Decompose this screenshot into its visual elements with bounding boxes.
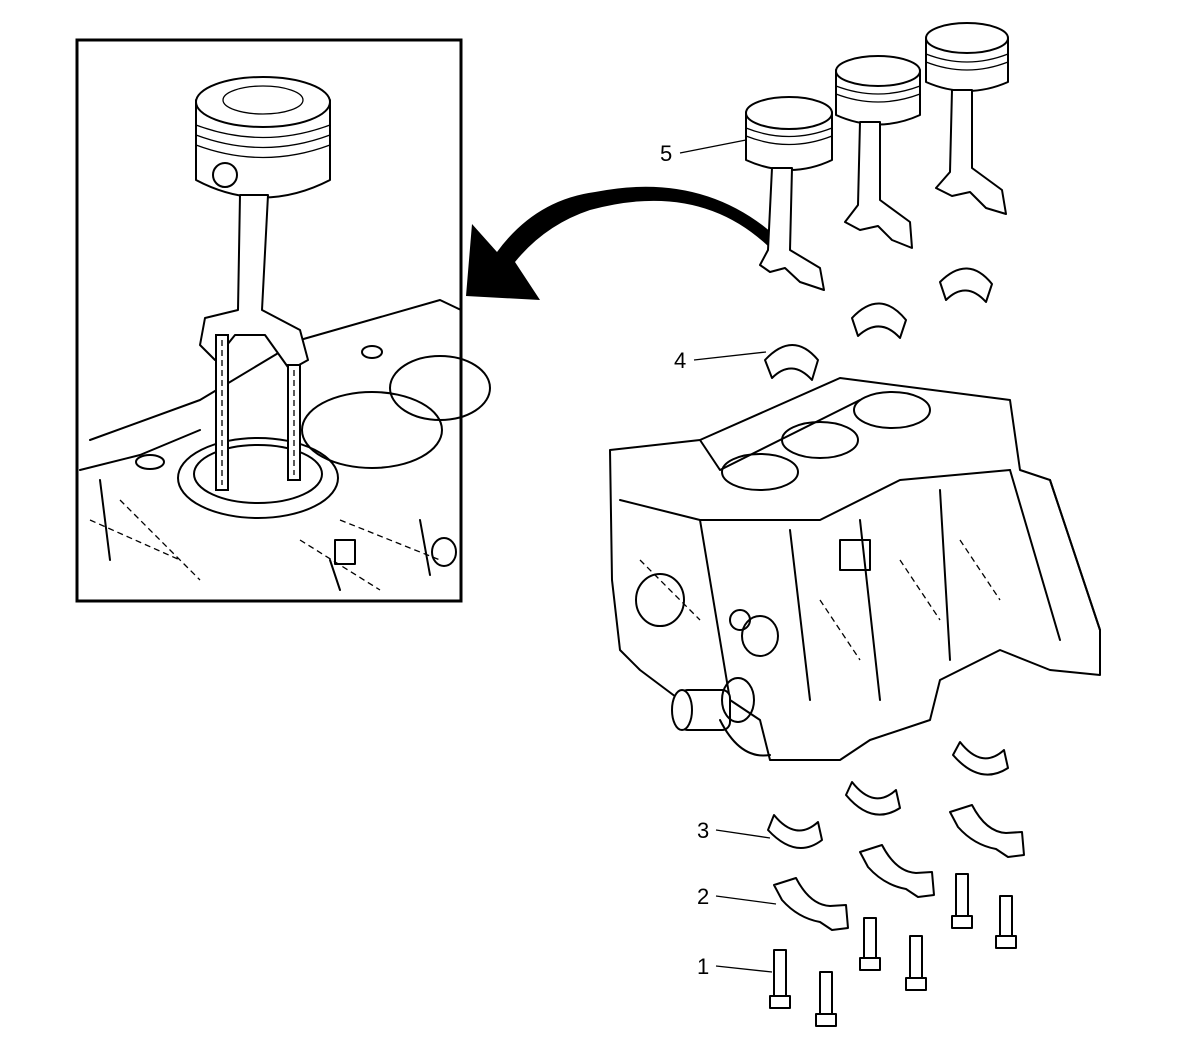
cap-bolt-icon xyxy=(951,873,973,929)
bearing-shell-icon xyxy=(939,267,993,303)
piston-1-icon xyxy=(745,96,833,291)
pistons-group xyxy=(745,22,1009,291)
callout-1: 1 xyxy=(697,954,709,979)
piston-2-icon xyxy=(835,55,921,249)
callout-5: 5 xyxy=(660,141,672,166)
bolts-group xyxy=(769,873,1017,1027)
main-bearing-cap-icon xyxy=(773,877,849,931)
bearing-shell-icon xyxy=(764,344,819,381)
engine-block-icon xyxy=(609,377,1101,761)
bearing-caps-group xyxy=(773,804,1025,931)
callout-3: 3 xyxy=(697,818,709,843)
cap-bolt-icon xyxy=(769,949,791,1009)
cap-bolt-icon xyxy=(859,917,881,971)
cap-bolt-icon xyxy=(995,895,1017,949)
bearing-shell-icon xyxy=(851,302,907,339)
bearing-shell-icon xyxy=(845,781,901,816)
detail-inset xyxy=(75,38,491,603)
curved-arrow-left-icon xyxy=(466,186,780,300)
inset-piston-icon xyxy=(195,76,331,491)
callout-labels: 1 2 3 4 5 xyxy=(660,141,709,979)
cap-bolt-icon xyxy=(815,971,837,1027)
bearing-shell-icon xyxy=(767,814,823,849)
piston-3-icon xyxy=(925,22,1009,215)
upper-bearings-group xyxy=(764,267,993,381)
main-bearing-cap-icon xyxy=(949,804,1025,858)
callout-leaders xyxy=(679,139,777,973)
callout-4: 4 xyxy=(674,348,686,373)
bearing-shell-icon xyxy=(952,741,1009,776)
inset-block-icon xyxy=(79,299,491,591)
lower-bearings-group xyxy=(767,741,1009,849)
callout-2: 2 xyxy=(697,884,709,909)
cap-bolt-icon xyxy=(905,935,927,991)
main-bearing-cap-icon xyxy=(859,844,935,898)
